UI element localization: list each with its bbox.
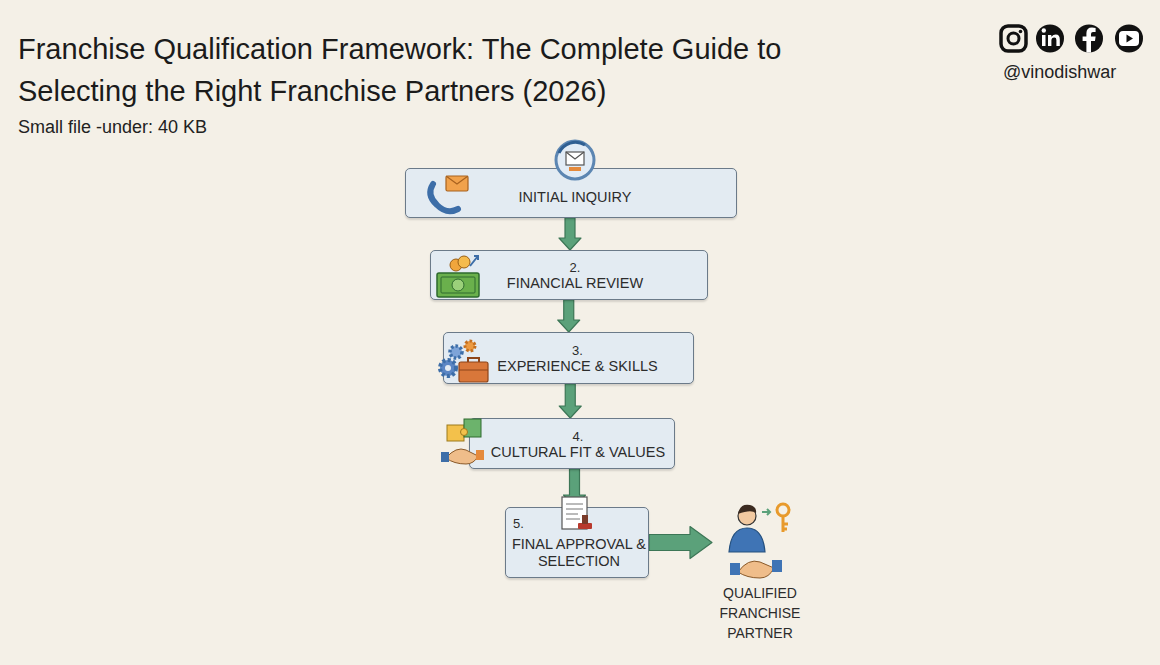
- partner-icon: [729, 504, 789, 578]
- instagram-icon: [1001, 26, 1026, 51]
- linkedin-icon: [1036, 25, 1064, 53]
- process-box: 3.EXPERIENCE & SKILLS: [443, 332, 694, 384]
- instagram-dot: [1019, 30, 1023, 34]
- linkedin-glyph: [1042, 28, 1046, 32]
- person-head: [738, 507, 756, 525]
- facebook-glyph: [1083, 28, 1096, 53]
- linkedin-glyph: [1048, 35, 1060, 46]
- box-label: INITIAL INQUIRY: [519, 189, 632, 206]
- box-label: FINANCIAL REVIEW: [507, 275, 643, 292]
- linkedin-disc: [1036, 25, 1064, 53]
- process-box: 5. FINAL APPROVAL & SELECTION: [505, 507, 649, 578]
- person-body: [729, 528, 765, 552]
- step-number: 5.: [513, 516, 524, 531]
- handover-arrow: [762, 509, 770, 515]
- youtube-play: [1127, 35, 1134, 43]
- key-bow: [777, 504, 789, 516]
- step-number: 2.: [570, 260, 581, 275]
- flow-arrow: [559, 218, 581, 250]
- instagram-lens: [1008, 33, 1019, 44]
- youtube-icon: [1115, 25, 1143, 53]
- youtube-glyph: [1119, 31, 1139, 46]
- sleeve: [730, 563, 740, 575]
- puzzle-piece: [447, 425, 464, 441]
- person-hair: [738, 505, 756, 514]
- process-box: 2.FINANCIAL REVIEW: [430, 250, 708, 300]
- process-box: 4.CULTURAL FIT & VALUES: [469, 418, 675, 469]
- flow-arrow: [559, 384, 581, 418]
- page-title: Franchise Qualification Framework: The C…: [18, 28, 838, 112]
- key-blade: [783, 516, 788, 532]
- file-size-note: Small file -under: 40 KB: [18, 117, 207, 138]
- step-number: 4.: [573, 429, 584, 444]
- flow-arrow: [564, 469, 586, 507]
- youtube-disc: [1115, 25, 1143, 53]
- badge-envelope: [566, 152, 584, 165]
- flow-arrow: [558, 300, 580, 332]
- box-label: CULTURAL FIT & VALUES: [491, 444, 665, 461]
- box-label: EXPERIENCE & SKILLS: [497, 358, 657, 375]
- step-number: 3.: [572, 343, 583, 358]
- badge-envelope-flap: [566, 152, 584, 159]
- facebook-icon: [1075, 25, 1103, 53]
- box-label: QUALIFIED FRANCHISE PARTNER: [712, 583, 808, 643]
- sleeve: [772, 560, 782, 572]
- flow-arrow: [649, 527, 712, 559]
- author-handle: @vinodishwar: [1003, 62, 1116, 83]
- process-box: INITIAL INQUIRY: [405, 168, 737, 218]
- facebook-disc: [1075, 25, 1103, 53]
- result-node: QUALIFIED FRANCHISE PARTNER: [712, 500, 808, 645]
- linkedin-glyph: [1042, 35, 1046, 46]
- badge-arc: [559, 142, 585, 153]
- handshake: [738, 561, 774, 578]
- sleeve: [441, 452, 449, 462]
- box-label: FINAL APPROVAL & SELECTION: [510, 536, 648, 570]
- instagram-frame: [1001, 26, 1026, 51]
- puzzle-knob: [461, 429, 468, 436]
